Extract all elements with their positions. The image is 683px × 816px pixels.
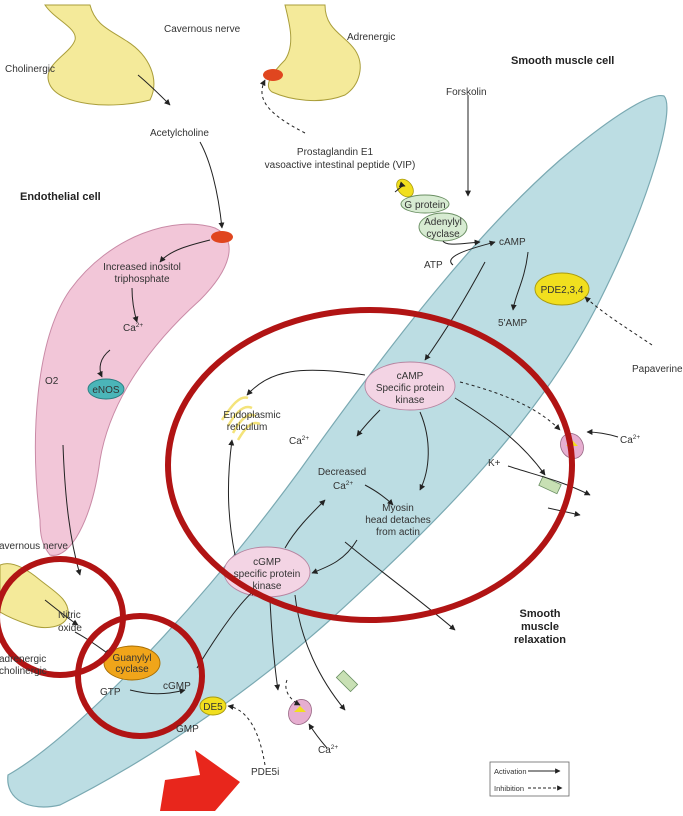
label-inositol-1: Increased inositol <box>103 262 181 273</box>
red-pointer-arrow <box>160 750 240 811</box>
label-forskolin: Forskolin <box>446 87 487 98</box>
label-cholinergic-top: Cholinergic <box>5 64 55 75</box>
label-cavernous-nerve-left: avernous nerve <box>0 541 68 552</box>
legend-activation: Activation <box>494 767 527 776</box>
label-pka-2: Specific protein <box>376 383 444 394</box>
membrane-channel-lower <box>336 670 357 691</box>
label-smooth-muscle-cell: Smooth muscle cell <box>511 55 614 67</box>
cholinergic-nerve-terminal <box>45 5 154 105</box>
label-pkg-1: cGMP <box>253 557 281 568</box>
label-relax-2: muscle <box>521 621 559 633</box>
label-ca-lower: Ca2+ <box>318 744 338 756</box>
label-atp: ATP <box>424 260 443 271</box>
label-cgmp: cGMP <box>163 681 191 692</box>
legend-inhibition: Inhibition <box>494 784 524 793</box>
label-nonadrenergic: adrenergic <box>0 654 46 665</box>
label-cavernous-nerve-top: Cavernous nerve <box>164 24 241 35</box>
label-cyclase: cyclase <box>426 229 460 240</box>
label-myosin-2: head detaches <box>365 515 431 526</box>
label-gtp: GTP <box>100 687 121 698</box>
endothelial-receptor <box>211 231 233 243</box>
label-pde5: DE5 <box>203 702 223 713</box>
label-enos: eNOS <box>92 385 120 396</box>
label-o2: O2 <box>45 376 59 387</box>
label-k-plus: K+ <box>488 458 501 469</box>
label-g-protein: G protein <box>404 200 445 211</box>
label-pde234: PDE2,3,4 <box>541 285 584 296</box>
label-acetylcholine: Acetylcholine <box>150 128 209 139</box>
label-pkg-2: specific protein <box>234 569 301 580</box>
label-ca-right: Ca2+ <box>620 434 640 446</box>
label-guanylyl: Guanylyl <box>113 653 152 664</box>
label-camp: cAMP <box>499 237 526 248</box>
label-myosin-1: Myosin <box>382 503 414 514</box>
label-nitric: Nitric <box>58 610 81 621</box>
adrenergic-nerve-terminal <box>268 5 360 101</box>
label-5amp: 5'AMP <box>498 318 527 329</box>
label-vip: vasoactive intestinal peptide (VIP) <box>265 160 416 171</box>
adrenergic-receptor <box>263 69 283 81</box>
label-pde5i: PDE5i <box>251 767 279 778</box>
label-adenylyl: Adenylyl <box>424 217 462 228</box>
label-er-1: Endoplasmic <box>223 410 280 421</box>
label-relax-1: Smooth <box>520 608 561 620</box>
label-cholinergic-left: cholinergic <box>0 666 47 677</box>
label-gmp: GMP <box>176 724 199 735</box>
label-inositol-2: triphosphate <box>114 274 169 285</box>
label-papaverine: Papaverine <box>632 364 683 375</box>
label-er-2: reticulum <box>227 422 268 433</box>
label-decreased: Decreased <box>318 467 366 478</box>
label-ca-er: Ca2+ <box>289 435 309 447</box>
label-pkg-3: kinase <box>253 581 282 592</box>
calcium-channel-lower <box>284 695 316 729</box>
label-pka-3: kinase <box>396 395 425 406</box>
label-oxide: oxide <box>58 623 82 634</box>
label-myosin-3: from actin <box>376 527 420 538</box>
label-pka-1: cAMP <box>397 371 424 382</box>
label-endothelial-cell: Endothelial cell <box>20 191 101 203</box>
label-relax-3: relaxation <box>514 634 566 646</box>
label-guanylyl-cyclase: cyclase <box>115 664 149 675</box>
label-prostaglandin: Prostaglandin E1 <box>297 147 374 158</box>
label-adrenergic-top: Adrenergic <box>347 32 395 43</box>
